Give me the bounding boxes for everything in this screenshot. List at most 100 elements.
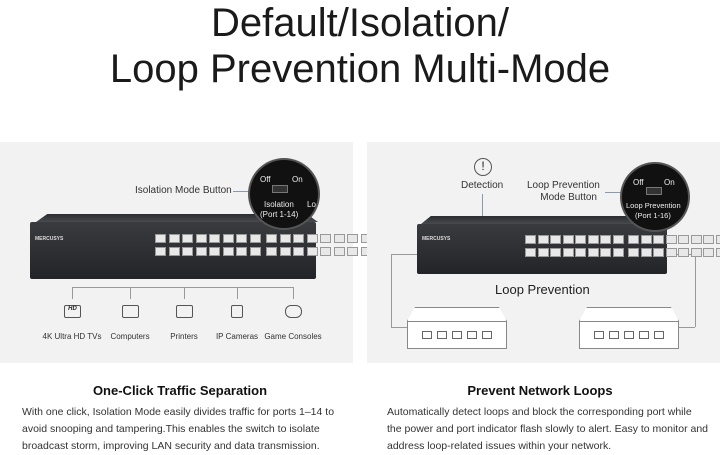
ethernet-port [538,248,549,257]
ethernet-port [703,248,714,257]
ethernet-port [320,247,331,256]
ethernet-port [293,247,304,256]
ethernet-port [538,235,549,244]
ethernet-port [703,235,714,244]
title-line-2: Loop Prevention Multi-Mode [0,46,720,92]
hub-port [437,331,447,339]
hub-port [624,331,634,339]
ethernet-port [613,248,624,257]
ethernet-port [600,248,611,257]
ethernet-port [266,247,277,256]
off-label: Off [260,175,271,184]
connection-line [184,287,185,299]
bubble-label: Loop Prevention [626,201,681,210]
hub-port [594,331,604,339]
loop-prevention-panel: ! Detection Loop Prevention Mode Button … [367,142,720,363]
loop-wire [391,254,392,327]
ethernet-port [320,234,331,243]
ethernet-port [307,247,318,256]
brand-logo: MERCUSYS [422,236,450,242]
bubble-ports: (Port 1-14) [260,210,298,219]
ethernet-port [563,235,574,244]
connection-line [72,287,294,288]
ethernet-port [169,247,180,256]
ethernet-port [196,247,207,256]
ethernet-port [209,234,220,243]
ethernet-port [691,235,702,244]
loop-callout-1: Loop Prevention [527,180,597,191]
alert-icon: ! [474,158,492,176]
body-line: Automatically detect loops and block the… [387,404,708,421]
ethernet-port [653,248,664,257]
ethernet-port [641,235,652,244]
hub-port [422,331,432,339]
ethernet-port [628,248,639,257]
isolation-bubble: Off On Isolation (Port 1-14) Lo [250,160,318,228]
ethernet-port [196,234,207,243]
title-line-1: Default/Isolation/ [0,0,720,46]
hub-port [452,331,462,339]
network-hub-right [579,321,679,349]
connection-line [237,287,238,299]
network-hub-left [407,321,507,349]
isolation-description: With one click, Isolation Mode easily di… [22,404,334,455]
hub-top [579,307,679,321]
ethernet-port [266,234,277,243]
loop-switch-toggle[interactable] [646,187,662,195]
ethernet-port [666,248,677,257]
isolation-heading: One-Click Traffic Separation [0,383,360,398]
ethernet-port [293,234,304,243]
ethernet-port [691,248,702,257]
ethernet-port [653,235,664,244]
on-label: On [292,175,303,184]
ethernet-port [182,247,193,256]
body-line: broadcast storm, improving LAN security … [22,438,334,455]
detection-label: Detection [461,180,503,191]
loop-heading: Prevent Network Loops [360,383,720,398]
ethernet-port [334,247,345,256]
hub-port [482,331,492,339]
hub-port [609,331,619,339]
ethernet-port [223,234,234,243]
ethernet-port [588,235,599,244]
ethernet-port [525,235,536,244]
ip-camera-icon [231,305,243,318]
ethernet-port [236,234,247,243]
ethernet-port [716,235,720,244]
isolation-switch-toggle[interactable] [272,185,288,193]
ethernet-port [155,234,166,243]
bubble-ports: (Port 1-16) [635,211,671,220]
body-line: With one click, Isolation Mode easily di… [22,404,334,421]
connection-line [72,287,73,299]
ethernet-port [209,247,220,256]
ethernet-port [347,234,358,243]
game-controller-icon [285,305,302,318]
ethernet-port [236,247,247,256]
isolation-panel: Isolation Mode Button MERCUSYS Off On Is… [0,142,353,363]
connection-line [130,287,131,299]
on-label: On [664,178,675,187]
ethernet-port [307,234,318,243]
ethernet-port [628,235,639,244]
ethernet-port [169,234,180,243]
isolation-callout: Isolation Mode Button [135,185,232,196]
ethernet-port [525,248,536,257]
hub-port [639,331,649,339]
loop-wire [695,254,696,327]
body-line: avoid snooping and tampering.This enable… [22,421,334,438]
device-label: Game Consoles [253,332,333,341]
hd-tv-icon: HD [64,305,81,318]
ethernet-port [678,248,689,257]
ethernet-port [641,248,652,257]
ethernet-port [600,235,611,244]
ethernet-port [334,234,345,243]
ethernet-port [347,247,358,256]
bubble-cut-label: Lo [307,200,316,209]
ethernet-port [575,248,586,257]
switch-device: MERCUSYS [30,222,316,279]
ethernet-port [223,247,234,256]
body-line: the power and port indicator flash slowl… [387,421,708,438]
ethernet-port [588,248,599,257]
loop-description: Automatically detect loops and block the… [387,404,708,455]
brand-logo: MERCUSYS [35,236,63,242]
